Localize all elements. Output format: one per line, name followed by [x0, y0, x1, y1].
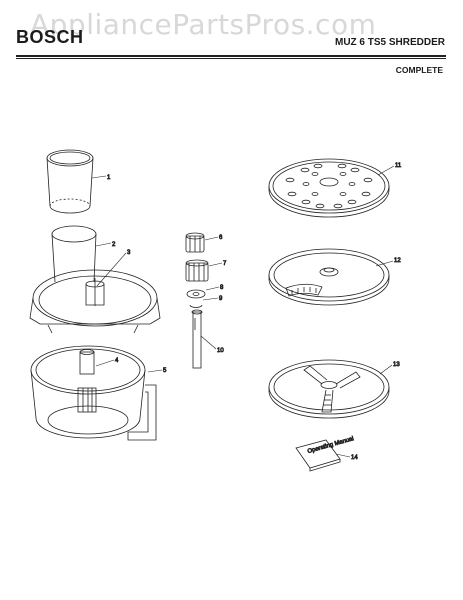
part-12-slicing-disc[interactable]	[268, 248, 390, 306]
part-4-bowl-spindle[interactable]	[77, 349, 97, 413]
brand-logo-text: BOSCH	[16, 27, 84, 47]
callout-leader-lines	[91, 165, 395, 458]
header-rule-bottom	[16, 58, 446, 59]
callout-11: 11	[395, 163, 402, 169]
callout-10: 10	[217, 348, 224, 354]
callout-1: 1	[107, 175, 111, 181]
callout-8: 8	[220, 285, 224, 291]
callout-5: 5	[163, 368, 167, 374]
part-9-clip[interactable]	[189, 304, 203, 308]
callout-7: 7	[223, 261, 227, 267]
part-2-lid-feed-tube[interactable]	[51, 225, 97, 283]
callout-3: 3	[127, 250, 131, 256]
header-rule-top	[16, 55, 446, 57]
callout-14: 14	[351, 455, 358, 461]
watermark-text: AppliancePartsPros.com	[30, 8, 377, 41]
model-title: MUZ 6 TS5 SHREDDER	[334, 37, 445, 48]
callout-12: 12	[394, 258, 401, 264]
part-6-coupling[interactable]	[185, 232, 205, 253]
part-1-pusher[interactable]	[46, 149, 94, 214]
part-10-shaft[interactable]	[191, 309, 203, 369]
part-3-lid[interactable]	[29, 269, 161, 334]
callout-2: 2	[112, 242, 116, 248]
callout-13: 13	[393, 362, 400, 368]
callout-9: 9	[219, 296, 223, 302]
part-8-washer[interactable]	[186, 289, 206, 299]
part-11-grating-disc[interactable]	[268, 158, 390, 218]
part-13-julienne-disc[interactable]	[268, 359, 390, 419]
part-5-bowl[interactable]	[30, 345, 157, 441]
part-14-manual[interactable]	[295, 439, 341, 472]
part-7-gear[interactable]	[185, 259, 209, 282]
callout-4: 4	[115, 358, 119, 364]
callout-6: 6	[219, 235, 223, 241]
manual-cover-text: Operating Manual	[307, 436, 355, 455]
diagram-subtitle: COMPLETE	[395, 65, 443, 75]
